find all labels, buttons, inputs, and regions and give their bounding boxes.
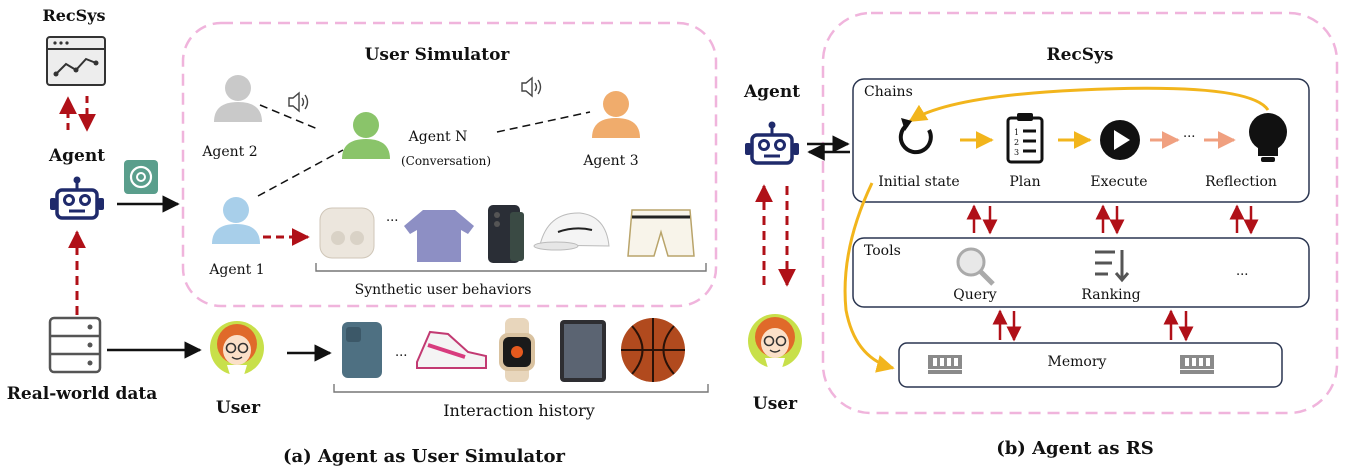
svg-text:1: 1 [1014,128,1019,137]
plan-label: Plan [1009,174,1040,190]
browser-chart-icon [46,36,106,86]
conv-line-N-3 [496,111,591,133]
golf-cap-item-image [533,212,610,251]
robot-icon-left [48,174,106,220]
memory-chip-icon-2 [1180,355,1214,374]
earbuds-item-image [319,207,375,259]
tools-label: Tools [864,243,901,259]
svg-text:3: 3 [1014,148,1019,157]
realworld-data-label: Real-world data [7,384,157,404]
agentN-person-icon [342,112,390,159]
interaction-history-label: Interaction history [443,401,595,420]
chains-box [852,78,1310,203]
speaker-icon-2 [521,77,542,97]
caption-b: (b) Agent as RS [996,438,1154,459]
agent3-person-icon [592,91,640,138]
agent-label-right: Agent [743,82,800,102]
basketball-item-image [621,318,685,382]
recsys-title-right: RecSys [1046,45,1113,65]
speaker-icon-1 [288,92,309,112]
conv-line-2-N [259,104,321,131]
user-label-left: User [216,398,261,418]
user-avatar-right [747,313,803,369]
play-icon [1100,120,1140,160]
agent2-person-icon [214,75,262,122]
memory-box [898,342,1283,388]
user-simulator-box [181,21,718,308]
chatgpt-icon [124,160,158,194]
synthetic-behaviors-label: Synthetic user behaviors [355,282,532,298]
watch-item-image [499,318,535,382]
user-avatar-left [209,320,265,376]
synthetic-bracket [315,263,707,272]
query-label: Query [953,287,996,303]
history-bracket [333,384,709,393]
agent-label-left: Agent [48,146,105,166]
checklist-icon: 1 2 3 [1006,113,1044,164]
robot-icon-right [743,119,801,165]
agentN-label: Agent N [408,129,468,145]
memory-chip-icon-1 [928,355,962,374]
agent2-label: Agent 2 [201,144,257,160]
caption-a: (a) Agent as User Simulator [283,446,566,467]
synthetic-ellipsis: ... [386,210,398,225]
execute-label: Execute [1090,174,1147,190]
user-label-right: User [753,394,798,414]
initial-state-label: Initial state [878,174,959,190]
conv-line-1-N [257,149,344,197]
reflection-label: Reflection [1205,174,1277,190]
history-ellipsis: ... [395,345,407,360]
tools-ellipsis: ... [1236,264,1248,279]
sweater-item-image [404,210,474,262]
reflection-feedback-arrow [908,86,1270,123]
conversation-label: (Conversation) [401,154,491,168]
sneaker-item-image [416,330,487,369]
database-icon [48,316,102,374]
restart-icon [898,118,933,155]
chains-label: Chains [864,84,913,100]
recsys-label-left: RecSys [42,6,105,25]
search-icon [956,247,995,286]
chains-ellipsis: ... [1183,126,1195,141]
iphone-item-image [342,322,382,378]
lightbulb-icon [1249,113,1287,162]
agent1-label: Agent 1 [208,262,264,278]
recsys-outer-box [821,11,1339,415]
agent3-label: Agent 3 [582,153,638,169]
user-simulator-title: User Simulator [365,45,511,65]
tools-box [852,237,1310,308]
shorts-item-image [627,209,695,257]
phone-item-image [488,205,524,263]
chains-to-memory-arrow [843,182,895,373]
memory-label: Memory [1048,354,1107,370]
ranking-label: Ranking [1081,287,1140,303]
ipad-item-image [560,320,606,382]
ranking-icon [1095,250,1130,283]
agent1-person-icon [212,197,260,244]
svg-text:2: 2 [1014,138,1019,147]
